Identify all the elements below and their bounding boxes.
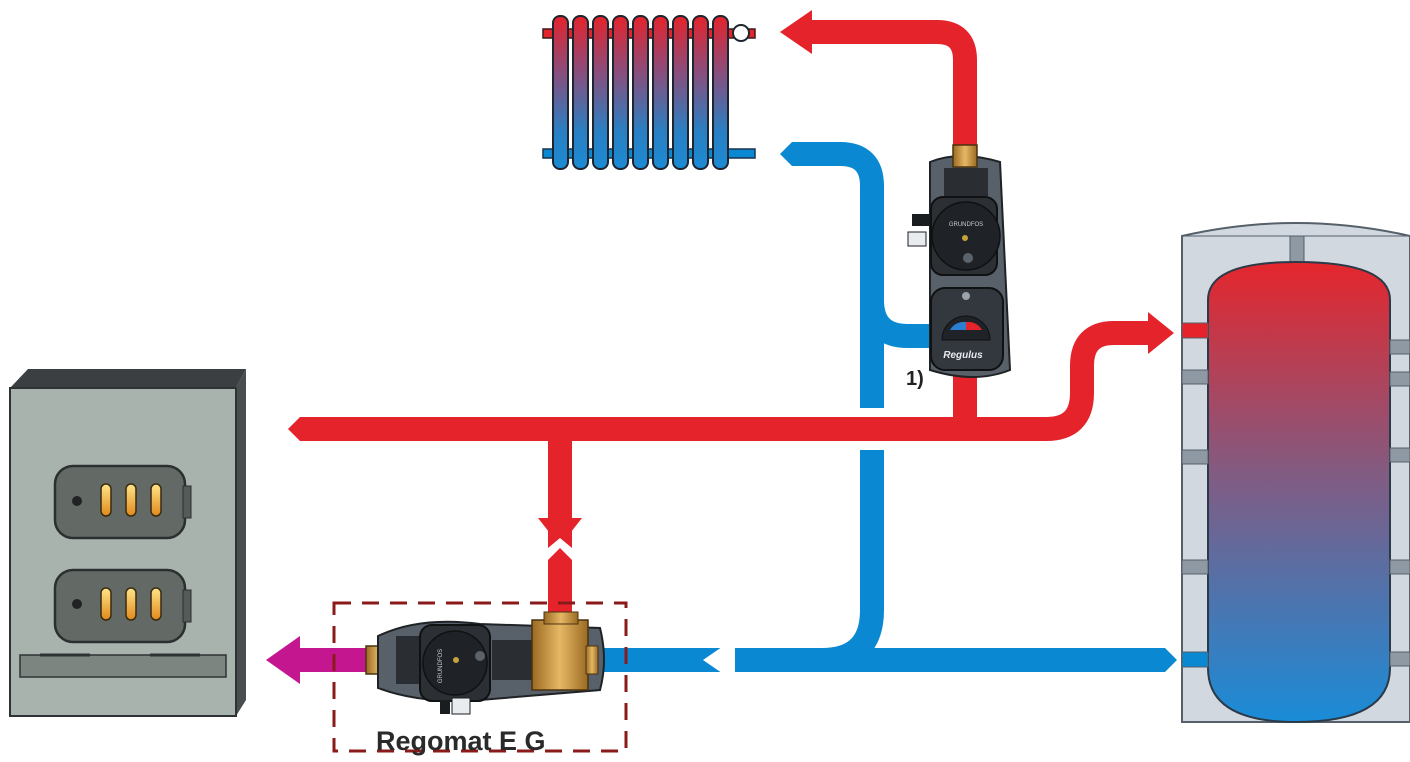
pump-logo-lower: GRUNDFOS	[438, 649, 444, 683]
thermostatic-valve	[531, 619, 589, 691]
storage-tank	[1181, 222, 1410, 724]
outlet-pipe	[298, 648, 378, 672]
pipes	[266, 10, 1177, 684]
mixing-pump-unit: GRUNDFOS Regulus	[907, 144, 1012, 378]
boiler	[9, 369, 246, 717]
boiler-door-upper	[53, 464, 192, 540]
module-dashed-box	[332, 601, 628, 753]
module-name-label: Regomat E G	[376, 726, 546, 756]
boiler-door-lower	[53, 568, 192, 644]
regulus-logo: Regulus	[943, 350, 983, 361]
hot-to-radiator-arrow	[780, 10, 812, 54]
radiator	[542, 15, 756, 170]
pump-logo-upper: GRUNDFOS	[949, 222, 983, 228]
outlet-arrow	[266, 636, 300, 684]
cold-flow-arrow	[703, 638, 735, 682]
regomat-pump-unit: GRUNDFOS	[365, 611, 605, 715]
footnote-marker: 1)	[906, 368, 924, 390]
cold-return-pipe	[595, 648, 1177, 672]
hot-to-tank-arrow	[1148, 312, 1174, 354]
hot-down-arrow	[538, 518, 582, 546]
